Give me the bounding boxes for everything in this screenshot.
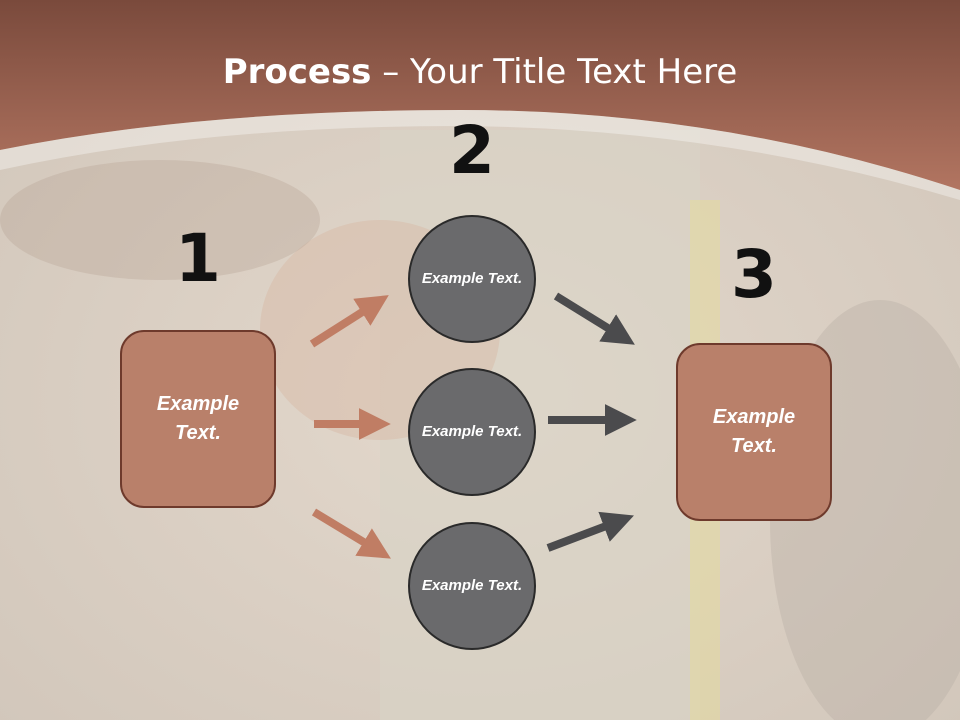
title-rest: – Your Title Text Here xyxy=(371,52,738,92)
right-box-text: Example Text. xyxy=(712,406,796,457)
title-bold: Process xyxy=(222,52,372,92)
banner-light-band xyxy=(0,110,960,200)
arm-shape xyxy=(0,160,320,280)
left-box: Example Text. xyxy=(120,330,276,508)
left-box-text: Example Text. xyxy=(156,393,240,444)
circle-middle: Example Text. xyxy=(408,368,536,496)
circle-bottom-text: Example Text. xyxy=(421,576,523,594)
title-banner xyxy=(0,0,960,190)
circle-middle-text: Example Text. xyxy=(421,422,523,440)
right-box: Example Text. xyxy=(676,343,832,521)
circle-bottom: Example Text. xyxy=(408,522,536,650)
step-number-3: 3 xyxy=(731,236,777,313)
circle-top-text: Example Text. xyxy=(421,269,523,287)
step-number-2: 2 xyxy=(449,112,495,189)
step-number-1: 1 xyxy=(175,220,221,297)
slide-title: Process – Your Title Text Here xyxy=(0,52,960,92)
circle-top: Example Text. xyxy=(408,215,536,343)
